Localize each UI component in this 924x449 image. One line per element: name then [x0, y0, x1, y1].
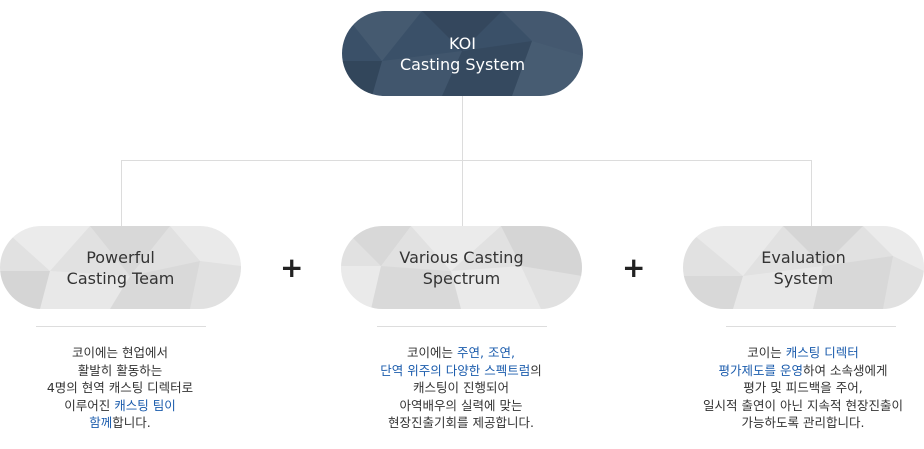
highlight-text: 평가제도를 운영: [718, 362, 803, 378]
evaluation-system-node: Evaluation System: [683, 226, 924, 309]
powerful-casting-team-node: Powerful Casting Team: [0, 226, 241, 309]
koi-casting-system-node: KOI Casting System: [342, 11, 583, 96]
description-line: 가능하도록 관리합니다.: [683, 414, 923, 432]
description-line: 평가제도를 운영하여 소속생에게: [683, 362, 923, 380]
connector-left: [121, 160, 122, 226]
plus-sign-1: +: [280, 251, 304, 284]
description-text: 코이에는 현업에서: [72, 345, 168, 360]
top-node-texture: [342, 11, 583, 96]
description-text: 캐스팅이 진행되어: [413, 380, 509, 395]
description-line: 코이에는 주연, 조연,: [341, 344, 581, 362]
description-line: 평가 및 피드백을 주어,: [683, 379, 923, 397]
description-line: 코이에는 현업에서: [0, 344, 240, 362]
description-text: 가능하도록 관리합니다.: [741, 415, 865, 430]
description-line: 함께합니다.: [0, 414, 240, 432]
connector-horizontal: [121, 160, 811, 161]
description-text: 이루어진: [64, 397, 115, 413]
description-line: 코이는 캐스팅 디렉터: [683, 344, 923, 362]
connector-right: [811, 160, 812, 226]
top-node-label: KOI Casting System: [399, 33, 526, 74]
description-text: 코이는: [747, 345, 786, 360]
pillar-2-texture: [341, 226, 582, 309]
description-text: 아역배우의 실력에 맞는: [399, 397, 523, 413]
description-text: 일시적 출연이 아닌 지속적 현장진출이: [703, 397, 903, 413]
highlight-text: 캐스팅 디렉터: [785, 345, 859, 360]
highlight-text: 함께: [89, 415, 113, 430]
description-text: 합니다.: [112, 415, 151, 430]
pillar-3-divider: [726, 326, 896, 327]
description-text: 의: [530, 362, 542, 378]
description-line: 일시적 출연이 아닌 지속적 현장진출이: [683, 397, 923, 415]
pillar-3-texture: [683, 226, 924, 309]
description-text: 활발히 활동하는: [77, 362, 163, 378]
highlight-text: 단역 위주의 다양한 스펙트럼: [380, 362, 531, 378]
pillar-1-label: Powerful Casting Team: [66, 247, 175, 288]
pillar-1-texture: [0, 226, 241, 309]
various-casting-spectrum-node: Various Casting Spectrum: [341, 226, 582, 309]
description-text: 현장진출기회를 제공합니다.: [388, 415, 534, 430]
pillar-2-label: Various Casting Spectrum: [399, 247, 524, 288]
description-line: 캐스팅이 진행되어: [341, 379, 581, 397]
pillar-1-divider: [36, 326, 206, 327]
description-line: 현장진출기회를 제공합니다.: [341, 414, 581, 432]
highlight-text: 주연, 조연,: [457, 345, 515, 360]
pillar-3-label: Evaluation System: [761, 247, 846, 288]
description-line: 단역 위주의 다양한 스펙트럼의: [341, 362, 581, 380]
description-text: 하여 소속생에게: [803, 362, 888, 378]
description-line: 4명의 현역 캐스팅 디렉터로: [0, 379, 240, 397]
connector-vertical-main: [462, 96, 463, 160]
plus-sign-2: +: [622, 251, 646, 284]
description-text: 코이에는: [407, 345, 458, 360]
pillar-2-divider: [377, 326, 547, 327]
description-line: 활발히 활동하는: [0, 362, 240, 380]
description-line: 아역배우의 실력에 맞는: [341, 397, 581, 415]
description-line: 이루어진 캐스팅 팀이: [0, 397, 240, 415]
connector-center: [462, 160, 463, 226]
description-text: 평가 및 피드백을 주어,: [743, 380, 863, 395]
highlight-text: 캐스팅 팀이: [114, 397, 176, 413]
description-text: 4명의 현역 캐스팅 디렉터로: [46, 380, 194, 395]
